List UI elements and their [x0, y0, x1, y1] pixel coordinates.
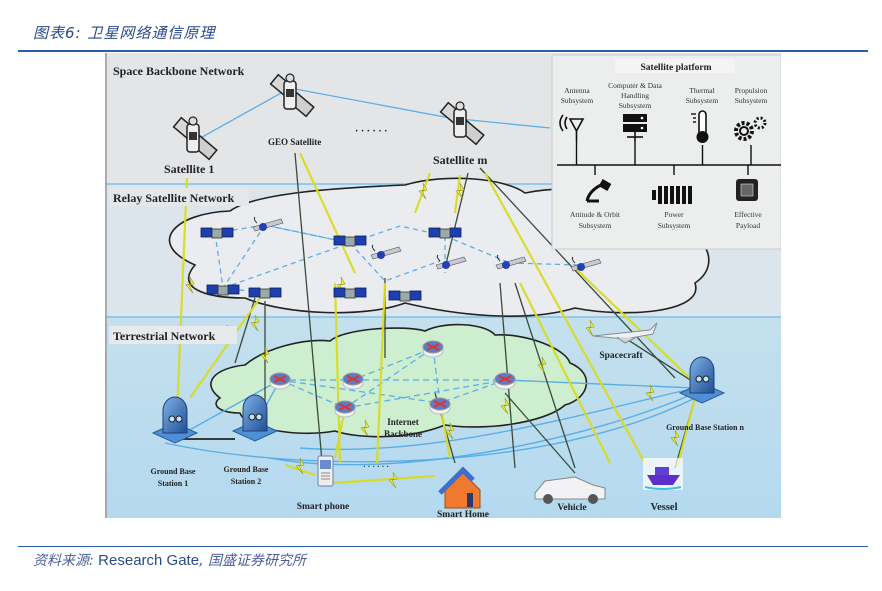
vehicle-label: Vehicle: [557, 503, 586, 513]
chip-icon: [736, 179, 758, 201]
space-ellipsis: · · · · · ·: [355, 126, 388, 137]
antenna-label-2: Subsystem: [561, 96, 594, 105]
computer-label-3: Subsystem: [619, 101, 652, 110]
gbs2-label-2: Station 2: [231, 477, 261, 486]
computer-label: Computer & Data: [608, 81, 662, 90]
smart-home-icon: [438, 466, 481, 509]
source-suffix: , 国盛证券研究所: [199, 553, 306, 569]
smart-phone-icon: [317, 455, 334, 487]
terrestrial-network-label: Terrestrial Network: [113, 329, 216, 343]
gbs1-label: Ground Base: [151, 467, 196, 476]
spacecraft-icon: [592, 322, 658, 344]
satellite-platform-panel: Satellite platform Antenna Subsystem Com…: [551, 54, 781, 250]
relay-network-label: Relay Satellite Network: [113, 191, 235, 205]
gbsn-label: Ground Base Station n: [666, 423, 744, 432]
source-prefix: 资料来源:: [33, 553, 94, 569]
top-divider: [18, 50, 868, 52]
smart-home-label: Smart Home: [437, 510, 489, 518]
thermal-label-2: Subsystem: [686, 96, 719, 105]
attitude-orbit-label: Attitude & Orbit: [570, 210, 621, 219]
spacecraft-label: Spacecraft: [599, 351, 643, 361]
battery-icon: [652, 186, 692, 204]
satellite-m-label: Satellite m: [433, 153, 487, 167]
gears-icon: [734, 116, 767, 141]
geo-satellite-label: GEO Satellite: [268, 137, 321, 147]
gbs2-label: Ground Base: [224, 465, 269, 474]
vessel-label: Vessel: [650, 502, 677, 513]
figure-title: 图表6: 卫星网络通信原理: [33, 24, 216, 42]
payload-label-2: Payload: [736, 221, 760, 230]
source-name: Research Gate: [98, 552, 200, 569]
satellite-network-diagram: Space Backbone Network Relay Satellite N…: [105, 53, 781, 518]
power-label: Power: [664, 210, 684, 219]
antenna-label: Antenna: [564, 86, 590, 95]
figure-source: 资料来源: Research Gate, 国盛证券研究所: [33, 550, 306, 570]
satellite-dish-icon: [585, 179, 612, 203]
propulsion-label: Propulsion: [735, 86, 768, 95]
propulsion-label-2: Subsystem: [735, 96, 768, 105]
terrestrial-ellipsis: · · · · · ·: [363, 462, 389, 471]
vehicle-icon: [534, 476, 606, 504]
server-icon: [623, 114, 647, 141]
thermometer-icon: [691, 110, 709, 143]
bottom-divider: [18, 546, 868, 547]
antenna-icon: [559, 114, 585, 141]
internet-backbone-label-2: Backbone: [384, 429, 422, 439]
attitude-orbit-label-2: Subsystem: [579, 221, 612, 230]
smart-phone-label: Smart phone: [297, 502, 350, 512]
power-label-2: Subsystem: [658, 221, 691, 230]
thermal-label: Thermal: [689, 86, 714, 95]
internet-backbone-label: Internet: [387, 417, 419, 427]
vessel-icon: [643, 458, 683, 490]
platform-title: Satellite platform: [641, 63, 712, 73]
satellite-1-label: Satellite 1: [164, 162, 214, 176]
space-backbone-label: Space Backbone Network: [113, 64, 245, 78]
payload-label: Effective: [734, 210, 762, 219]
computer-label-2: Handling: [621, 91, 649, 100]
gbs1-label-2: Station 1: [158, 479, 188, 488]
